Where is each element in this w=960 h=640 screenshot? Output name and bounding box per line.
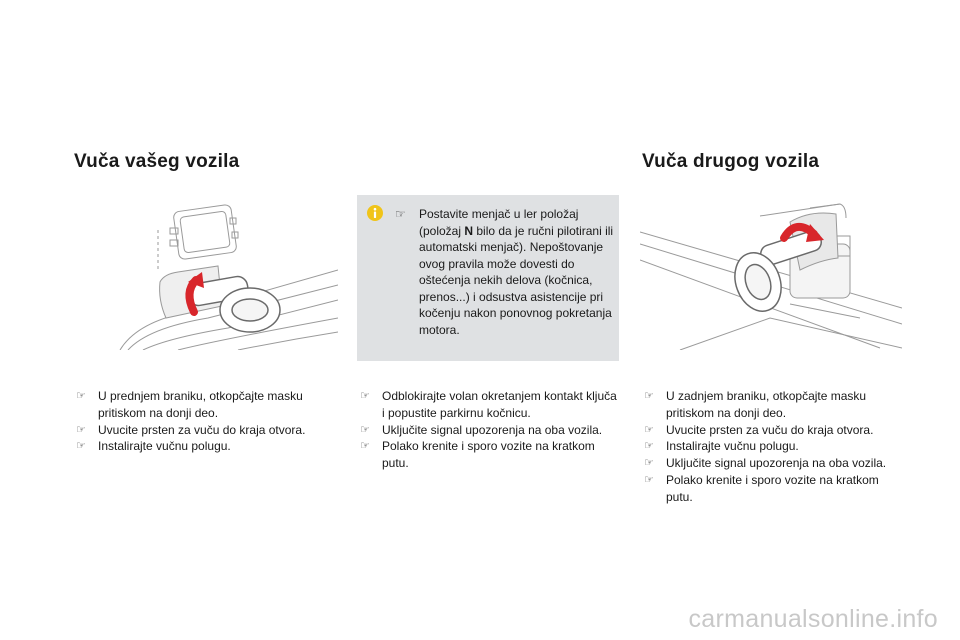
- list-item: ☞Polako krenite i sporo vozite na kratko…: [644, 472, 879, 504]
- list-item: ☞Uvucite prsten za vuču do kraja otvora.: [644, 422, 874, 437]
- bullet-icon: ☞: [644, 389, 654, 402]
- bullet-icon: ☞: [76, 439, 86, 453]
- list-item: ☞Uključite signal upozorenja na oba vozi…: [644, 456, 887, 471]
- watermark[interactable]: carmanualsonline.info: [688, 605, 938, 633]
- steps-other-vehicle: ☞U zadnjem braniku, otkopčajte masku pri…: [644, 388, 904, 506]
- section-heading-own-vehicle: Vuča vašeg vozila: [74, 151, 240, 172]
- list-item: ☞Instalirajte vučnu polugu.: [76, 439, 231, 454]
- info-text: Postavite menjač u ler položaj (položaj …: [419, 207, 614, 337]
- bullet-icon: ☞: [644, 472, 654, 486]
- list-item: ☞Polako krenite i sporo vozite na kratko…: [360, 439, 595, 471]
- bullet-icon: ☞: [644, 422, 654, 436]
- arrow-head-icon: [188, 272, 204, 288]
- arrow-head-icon: [806, 224, 824, 242]
- bullet-icon: ☞: [360, 439, 370, 453]
- steps-towing-procedure: ☞Odblokirajte volan okretanjem kontakt k…: [360, 388, 618, 472]
- bullet-icon: ☞: [76, 389, 86, 402]
- list-item: ☞Uključite signal upozorenja na oba vozi…: [360, 422, 603, 437]
- front-towing-eye-illustration: [119, 204, 338, 350]
- steps-own-vehicle: ☞U prednjem braniku, otkopčajte masku pr…: [76, 388, 328, 455]
- section-heading-other-vehicle: Vuča drugog vozila: [642, 151, 820, 172]
- bullet-icon: ☞: [360, 389, 370, 402]
- bullet-icon: ☞: [395, 207, 406, 221]
- info-icon: [367, 205, 383, 221]
- bullet-icon: ☞: [644, 439, 654, 453]
- bullet-icon: ☞: [644, 456, 654, 470]
- warning-info-box: ☞ Postavite menjač u ler položaj (položa…: [357, 195, 619, 361]
- list-item: ☞U prednjem braniku, otkopčajte masku pr…: [76, 389, 303, 420]
- rear-towing-eye-illustration: [640, 203, 902, 350]
- bullet-icon: ☞: [76, 422, 86, 436]
- list-item: ☞Uvucite prsten za vuču do kraja otvora.: [76, 422, 306, 437]
- list-item: ☞U zadnjem braniku, otkopčajte masku pri…: [644, 389, 867, 420]
- bullet-icon: ☞: [360, 422, 370, 436]
- list-item: ☞Instalirajte vučnu polugu.: [644, 439, 799, 454]
- list-item: ☞Odblokirajte volan okretanjem kontakt k…: [360, 389, 617, 420]
